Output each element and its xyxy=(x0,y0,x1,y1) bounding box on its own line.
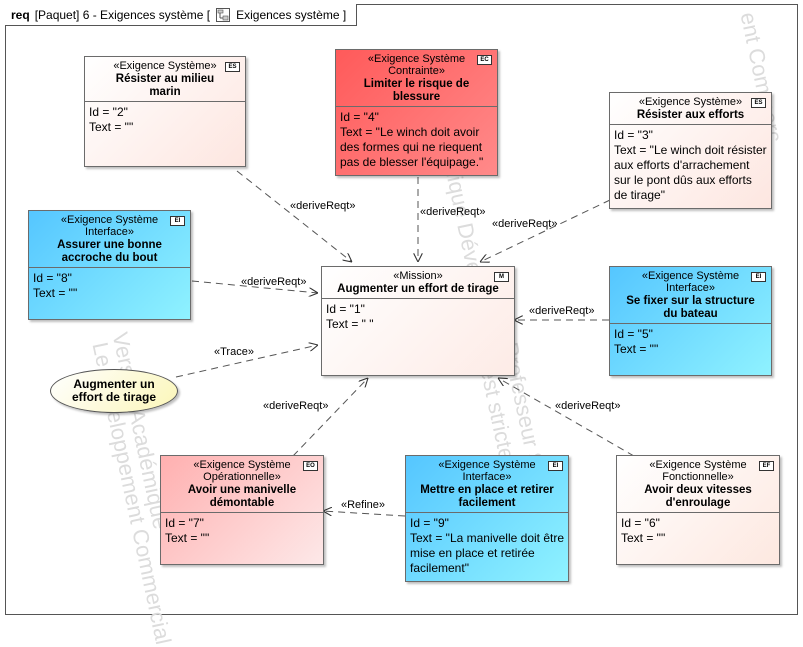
requirement-name: Avoir une manivelle démontable xyxy=(187,484,297,509)
stereotype-label: «Exigence Système Interface» xyxy=(438,459,536,483)
requirement-header: «Exigence Système» Résister au milieu ma… xyxy=(85,57,245,102)
attr-text: Text = "La manivelle doit être mise en p… xyxy=(410,531,565,575)
requirement-icon: ES xyxy=(225,62,240,72)
requirement-header: «Exigence Système» Résister aux efforts xyxy=(610,93,771,125)
attr-text: Text = "Le winch doit résister aux effor… xyxy=(614,143,767,202)
attributes: Id = "1" Text = " " xyxy=(322,299,514,335)
attributes: Id = "4" Text = "Le winch doit avoir des… xyxy=(336,107,497,173)
relation-label-2: «deriveReqt» xyxy=(290,200,356,212)
requirement-header: «Exigence Système Contrainte» Limiter le… xyxy=(336,50,497,107)
relation-line-6[interactable] xyxy=(498,378,635,457)
relation-label-trace: «Trace» xyxy=(214,346,254,358)
requirement-name: Augmenter un effort de tirage xyxy=(337,283,499,295)
stereotype-label: «Exigence Système» xyxy=(113,60,217,72)
requirement-header: «Mission» Augmenter un effort de tirage xyxy=(322,267,514,299)
attr-text: Text = "" xyxy=(89,120,134,134)
requirement-3[interactable]: ES «Exigence Système» Résister aux effor… xyxy=(609,92,772,209)
mission-icon: M xyxy=(494,272,509,282)
requirement-name: Se fixer sur la structure du bateau xyxy=(626,295,755,320)
relation-label-3: «deriveReqt» xyxy=(492,218,558,230)
usecase-name: Augmenter un effort de tirage xyxy=(71,377,156,404)
requirement-name: Limiter le risque de blessure xyxy=(363,78,470,103)
attributes: Id = "3" Text = "Le winch doit résister … xyxy=(610,125,771,206)
requirement-header: «Exigence Système Interface» Assurer une… xyxy=(29,211,190,268)
attr-id: Id = "3" xyxy=(614,128,653,142)
diagram-icon xyxy=(216,7,231,22)
attr-text: Text = " " xyxy=(326,317,374,331)
attr-id: Id = "8" xyxy=(33,271,72,285)
attr-id: Id = "7" xyxy=(165,516,204,530)
relation-line-7[interactable] xyxy=(292,378,368,457)
attr-text: Text = "Le winch doit avoir des formes q… xyxy=(340,125,484,169)
attr-id: Id = "6" xyxy=(621,516,660,530)
requirement-5[interactable]: EI «Exigence Système Interface» Se fixer… xyxy=(609,266,772,376)
attr-text: Text = "" xyxy=(165,531,210,545)
relation-label-4: «deriveReqt» xyxy=(420,206,486,218)
attributes: Id = "5" Text = "" xyxy=(610,324,771,360)
attr-id: Id = "9" xyxy=(410,516,449,530)
requirement-7[interactable]: EO «Exigence Système Opérationnelle» Avo… xyxy=(160,455,324,565)
diagram-frame-tab: req [Paquet] 6 - Exigences système [ Exi… xyxy=(5,4,358,26)
requirement-icon: EI xyxy=(170,216,185,226)
relation-line-2[interactable] xyxy=(236,170,352,262)
requirement-header: «Exigence Système Interface» Mettre en p… xyxy=(406,456,568,513)
attr-id: Id = "4" xyxy=(340,110,379,124)
attr-text: Text = "" xyxy=(614,342,659,356)
stereotype-label: «Exigence Système Fonctionnelle» xyxy=(649,459,747,483)
requirement-4[interactable]: EC «Exigence Système Contrainte» Limiter… xyxy=(335,49,498,176)
stereotype-label: «Exigence Système Interface» xyxy=(641,270,740,294)
requirement-icon: EI xyxy=(751,272,766,282)
attr-id: Id = "5" xyxy=(614,327,653,341)
requirement-icon: ES xyxy=(751,98,766,108)
requirement-name: Assurer une bonne accroche du bout xyxy=(57,239,162,264)
requirement-name: Résister au milieu marin xyxy=(115,73,215,98)
requirement-2[interactable]: ES «Exigence Système» Résister au milieu… xyxy=(84,56,246,167)
attributes: Id = "7" Text = "" xyxy=(161,513,323,549)
requirement-name: Avoir deux vitesses d'enroulage xyxy=(644,484,752,509)
stereotype-label: «Exigence Système Opérationnelle» xyxy=(193,459,291,483)
relation-line-trace[interactable] xyxy=(175,345,318,378)
attr-id: Id = "2" xyxy=(89,105,128,119)
attr-text: Text = "" xyxy=(33,286,78,300)
relation-label-5: «deriveReqt» xyxy=(529,305,595,317)
relation-label-6: «deriveReqt» xyxy=(555,400,621,412)
requirement-header: «Exigence Système Interface» Se fixer su… xyxy=(610,267,771,324)
attributes: Id = "9" Text = "La manivelle doit être … xyxy=(406,513,568,579)
mission-1[interactable]: M «Mission» Augmenter un effort de tirag… xyxy=(321,266,515,376)
relation-line-8[interactable] xyxy=(191,280,318,293)
requirement-name: Mettre en place et retirer facilement xyxy=(420,484,554,509)
requirement-header: «Exigence Système Fonctionnelle» Avoir d… xyxy=(617,456,779,513)
attr-text: Text = "" xyxy=(621,531,666,545)
requirement-icon: EI xyxy=(548,461,563,471)
requirement-name: Résister aux efforts xyxy=(636,109,745,121)
relation-line-refine[interactable] xyxy=(323,511,406,517)
stereotype-label: «Exigence Système Interface» xyxy=(60,214,159,238)
relation-label-refine: «Refine» xyxy=(341,499,386,511)
requirement-icon: EC xyxy=(477,55,492,65)
frame-title-right: Exigences système ] xyxy=(236,7,347,22)
requirement-8[interactable]: EI «Exigence Système Interface» Assurer … xyxy=(28,210,191,320)
usecase-augmenter-effort[interactable]: Augmenter un effort de tirage xyxy=(50,369,178,413)
requirement-icon: EF xyxy=(759,461,774,471)
stereotype-label: «Mission» xyxy=(393,270,443,282)
attributes: Id = "2" Text = "" xyxy=(85,102,245,138)
relation-label-7: «deriveReqt» xyxy=(263,400,329,412)
requirement-6[interactable]: EF «Exigence Système Fonctionnelle» Avoi… xyxy=(616,455,780,565)
relation-label-8: «deriveReqt» xyxy=(241,276,307,288)
stereotype-label: «Exigence Système Contrainte» xyxy=(367,53,466,77)
relations-layer xyxy=(175,170,635,517)
requirement-9[interactable]: EI «Exigence Système Interface» Mettre e… xyxy=(405,455,569,582)
attr-id: Id = "1" xyxy=(326,302,365,316)
frame-keyword: req xyxy=(11,7,30,22)
stereotype-label: «Exigence Système» xyxy=(638,96,743,108)
attributes: Id = "6" Text = "" xyxy=(617,513,779,549)
relation-line-3[interactable] xyxy=(480,199,611,262)
requirement-header: «Exigence Système Opérationnelle» Avoir … xyxy=(161,456,323,513)
requirement-icon: EO xyxy=(303,461,318,471)
diagram-frame xyxy=(5,4,798,615)
frame-title-left: [Paquet] 6 - Exigences système [ xyxy=(34,7,211,22)
attributes: Id = "8" Text = "" xyxy=(29,268,190,304)
